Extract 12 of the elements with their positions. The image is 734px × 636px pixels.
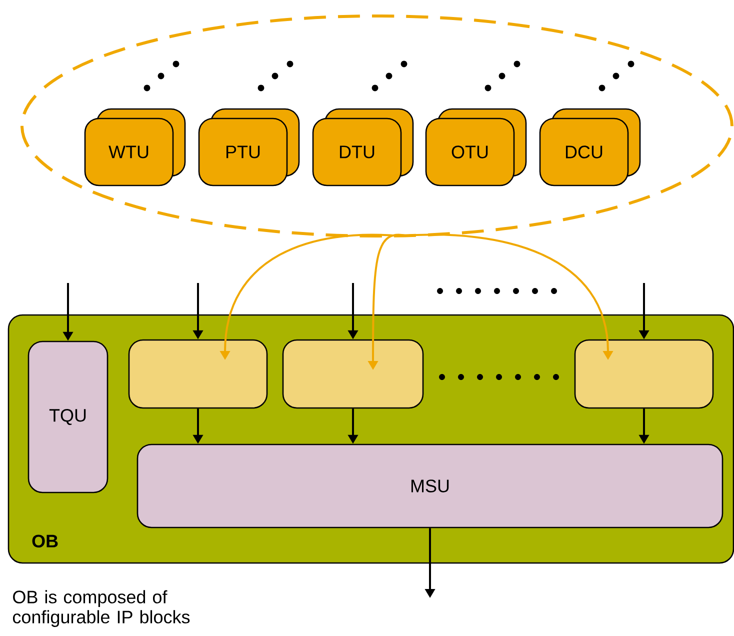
stacked-unit-box: DCU <box>539 108 641 186</box>
unit-box: MSU <box>136 444 724 528</box>
dashed-ellipse <box>20 14 734 238</box>
stacked-unit-box: DTU <box>312 108 414 186</box>
slot-box <box>574 339 714 409</box>
stacked-unit-box: PTU <box>198 108 300 186</box>
note-text: OB is composed of configurable IP blocks <box>12 590 190 627</box>
unit-box: TQU <box>28 340 108 494</box>
slot-box <box>128 339 268 409</box>
slot-box <box>282 339 424 409</box>
stacked-unit-box: OTU <box>425 108 527 186</box>
stacked-unit-box: WTU <box>84 108 186 186</box>
